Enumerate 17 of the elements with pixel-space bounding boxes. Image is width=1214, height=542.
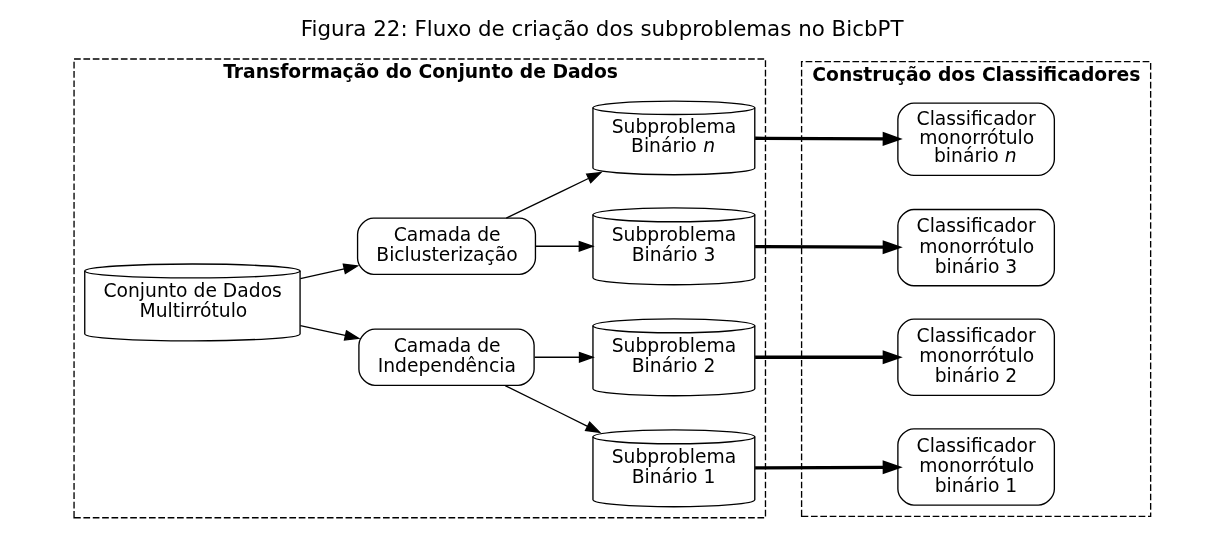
arrow xyxy=(755,350,903,365)
arrow xyxy=(299,325,361,341)
node-box: Camada de Independência xyxy=(358,328,535,387)
arrow xyxy=(755,240,903,255)
arrow xyxy=(504,384,602,434)
node-box: Classificador monorrótulo binário 2 xyxy=(897,318,1056,397)
arrow xyxy=(755,460,903,475)
node-box: Camada de Biclusterização xyxy=(356,217,537,275)
arrow xyxy=(505,171,603,219)
arrow xyxy=(299,263,360,280)
arrow xyxy=(534,351,595,363)
node-box: Classificador monorrótulo binário 1 xyxy=(897,428,1056,506)
node-box: Classificador monorrótulo binário 3 xyxy=(897,208,1056,287)
node-box: Classificador monorrótulo binário n xyxy=(897,102,1056,177)
arrow xyxy=(535,240,595,252)
arrow xyxy=(755,131,903,146)
diagram-title: Figura 22: Fluxo de criação dos subproblemas no BicbPT xyxy=(300,16,904,42)
